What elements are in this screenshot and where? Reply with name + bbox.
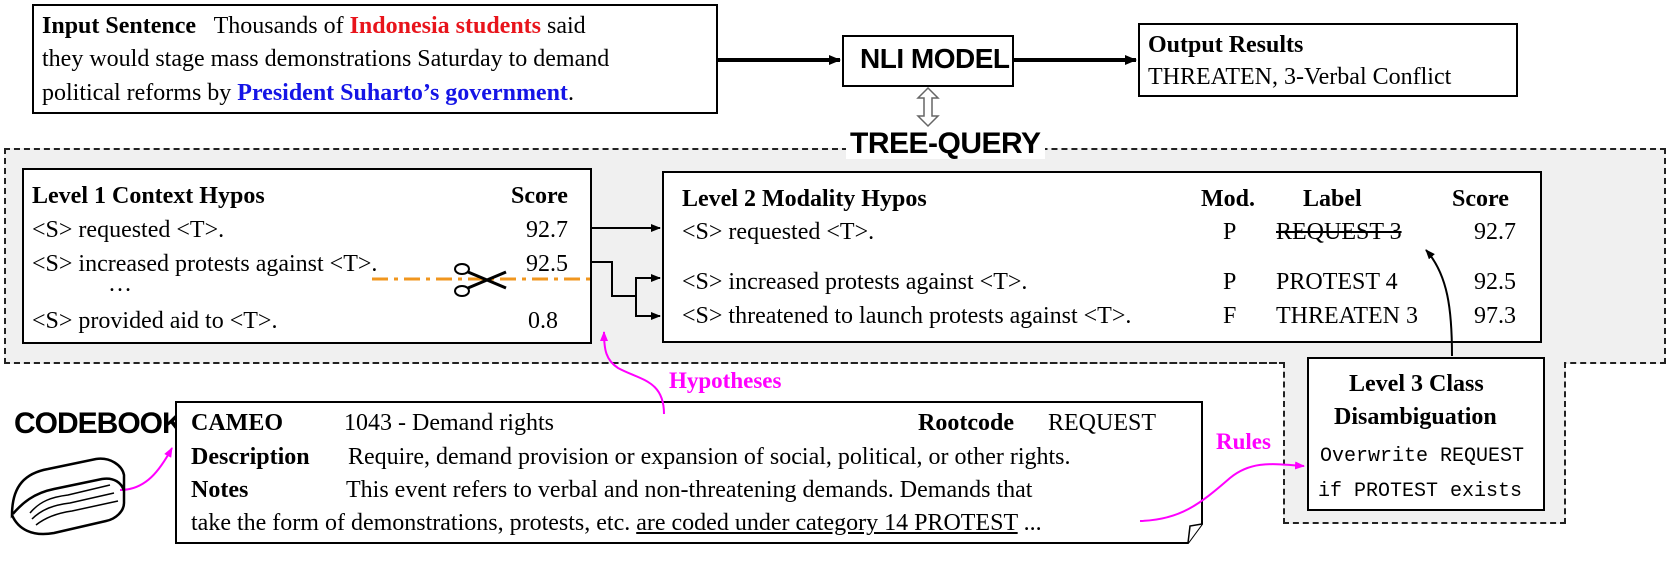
tree-query-label: TREE-QUERY: [846, 129, 1045, 159]
level3-rule-line-1: Overwrite REQUEST: [1320, 445, 1525, 468]
level2-row-3-text: <S> threatened to launch protests agains…: [682, 303, 1132, 329]
level1-row-4-text: <S> provided aid to <T>.: [32, 308, 278, 334]
nli-model-label: NLI MODEL: [860, 43, 1010, 74]
arrow-book-to-codebook: [119, 447, 173, 491]
level2-row-2-score: 92.5: [1474, 269, 1516, 295]
level2-row-3-mod: F: [1223, 303, 1237, 329]
nli-tree-query-double-arrow: [916, 86, 940, 128]
codebook-notes-ellipsis: ...: [1023, 510, 1042, 536]
level1-box: [22, 168, 592, 344]
level3-title-line-2: Disambiguation: [1334, 404, 1497, 430]
level3-box: [1307, 357, 1545, 511]
input-part-1: Thousands of: [213, 13, 344, 39]
hypotheses-annotation: Hypotheses: [669, 368, 782, 393]
level1-ellipsis: …: [108, 271, 132, 297]
input-part-3: political reforms by: [42, 80, 232, 106]
level2-label-header: Label: [1303, 186, 1362, 212]
level3-title-line-1: Level 3 Class: [1349, 371, 1484, 397]
input-line-1: Input Sentence Thousands of Indonesia st…: [42, 14, 586, 38]
input-part-2: said: [547, 13, 586, 39]
level2-score-header: Score: [1452, 186, 1509, 212]
rules-annotation: Rules: [1216, 429, 1271, 454]
input-label: Input Sentence: [42, 13, 197, 39]
level2-title: Level 2 Modality Hypos: [682, 186, 927, 212]
level2-row-1-score: 92.7: [1474, 219, 1516, 245]
level1-row-2-score: 92.5: [526, 251, 568, 277]
level2-row-3-score: 97.3: [1474, 303, 1516, 329]
output-results-value: THREATEN, 3-Verbal Conflict: [1148, 64, 1452, 90]
level2-row-1-mod: P: [1223, 219, 1237, 245]
level1-row-1-score: 92.7: [526, 217, 568, 243]
level1-row-2-text: <S> increased protests against <T>.: [32, 251, 378, 277]
level3-rule-line-2: if PROTEST exists: [1318, 480, 1523, 503]
level1-row-4-score: 0.8: [528, 308, 558, 334]
codebook-description-value: Require, demand provision or expansion o…: [348, 444, 1071, 470]
codebook-cameo-value: 1043 - Demand rights: [344, 410, 554, 436]
tree-query-bottom-left: [4, 362, 1285, 364]
level1-score-header: Score: [511, 183, 568, 209]
codebook-notes-label: Notes: [191, 477, 249, 503]
codebook-notes-line-2-a: take the form of demonstrations, protest…: [191, 510, 631, 536]
codebook-rootcode-label: Rootcode: [918, 410, 1014, 436]
codebook-label: CODEBOOK: [14, 407, 184, 440]
output-results-box: [1138, 23, 1518, 97]
book-icon: [10, 457, 126, 536]
codebook-notes-rule-text: are coded under category 14 PROTEST: [636, 510, 1018, 536]
level2-row-2-mod: P: [1223, 269, 1237, 295]
codebook-notes-value: This event refers to verbal and non-thre…: [346, 477, 1033, 503]
input-line-3: political reforms by President Suharto’s…: [42, 81, 574, 105]
input-part-4: .: [567, 80, 574, 106]
actor-highlight: Indonesia students: [349, 13, 541, 39]
codebook-notes-line-2: take the form of demonstrations, protest…: [191, 511, 1042, 535]
level2-row-2-label: PROTEST 4: [1276, 269, 1398, 295]
codebook-description-label: Description: [191, 444, 310, 470]
level1-row-1-text: <S> requested <T>.: [32, 217, 225, 243]
level2-row-3-label: THREATEN 3: [1276, 303, 1418, 329]
level2-row-1-text: <S> requested <T>.: [682, 219, 875, 245]
input-line-2: they would stage mass demonstrations Sat…: [42, 46, 610, 72]
arrow-rules: [1139, 461, 1305, 522]
codebook-rootcode-value: REQUEST: [1048, 410, 1156, 436]
level2-box: [662, 171, 1542, 343]
input-sentence-box: [32, 4, 718, 114]
level2-row-2-text: <S> increased protests against <T>.: [682, 269, 1028, 295]
level2-row-1-label-struck: REQUEST 3: [1276, 219, 1402, 245]
level2-mod-header: Mod.: [1201, 186, 1255, 212]
codebook-cameo-label: CAMEO: [191, 410, 283, 436]
target-highlight: President Suharto’s government: [237, 80, 568, 106]
nli-model-box: [842, 35, 1014, 87]
level1-title: Level 1 Context Hypos: [32, 183, 265, 209]
output-results-title: Output Results: [1148, 32, 1304, 58]
